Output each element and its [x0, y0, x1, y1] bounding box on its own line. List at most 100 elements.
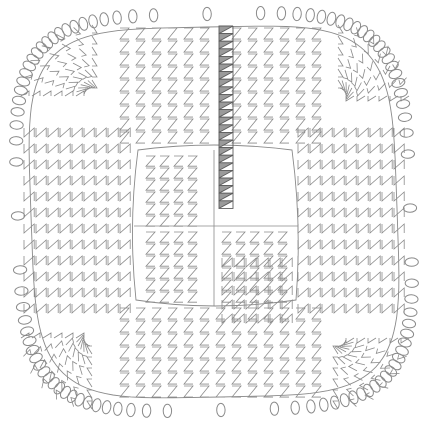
stitch-column-center	[236, 232, 245, 302]
stitch-column-top	[120, 28, 129, 143]
stitch-column-center	[174, 156, 183, 226]
stitch-column-center	[264, 232, 273, 302]
stitch-column-bottom	[232, 308, 241, 397]
stitch-column-top	[168, 28, 177, 143]
chain-loop	[403, 204, 416, 213]
stitch-row-left	[24, 304, 130, 313]
stitch-column-center	[160, 232, 169, 302]
stitch-fan-corner	[42, 340, 87, 388]
stitch-fan-corner	[31, 338, 86, 374]
stitch-fan-corner	[74, 27, 95, 88]
stitch-row-left	[24, 240, 130, 249]
stitch-row-right	[298, 208, 404, 217]
chain-loop	[398, 112, 412, 122]
stitch-column-bottom	[296, 308, 305, 397]
filled-triangle-stitch	[219, 201, 233, 209]
chain-loop	[405, 258, 418, 267]
center-rounded-square	[132, 145, 298, 306]
chain-loop	[16, 76, 31, 88]
stitch-column-top	[280, 28, 289, 143]
stitch-fan-corner	[342, 342, 399, 374]
filled-triangle-stitch	[219, 79, 233, 87]
chain-loop	[126, 403, 135, 417]
stitch-column-center	[146, 232, 155, 302]
stitch-row-right	[298, 272, 404, 281]
chain-loop	[142, 404, 151, 417]
chain-loop	[128, 9, 137, 23]
stitch-row-right	[298, 256, 404, 265]
stitch-column-center	[188, 156, 197, 226]
stitch-row-left	[24, 224, 130, 233]
stitch-column-center	[174, 232, 183, 302]
chain-loop	[16, 302, 30, 312]
stitch-row-center	[222, 314, 292, 323]
stitch-column-bottom	[168, 308, 177, 397]
chain-loop	[10, 137, 23, 146]
chain-loop	[217, 403, 226, 416]
filled-triangle-stitch	[219, 140, 233, 148]
stitch-column-center	[188, 232, 197, 302]
chain-loop	[394, 87, 409, 98]
stitch-fan-corner	[338, 25, 343, 88]
chain-loop	[405, 294, 419, 303]
filled-triangle-stitch	[219, 34, 233, 42]
stitch-row-left	[24, 192, 130, 201]
filled-triangle-stitch	[219, 94, 233, 102]
chain-loop	[13, 265, 27, 274]
stitch-column-center	[160, 156, 169, 226]
stitch-column-bottom	[312, 308, 321, 397]
chain-loop	[112, 11, 122, 25]
filled-triangle-stitch	[219, 87, 233, 95]
filled-triangle-stitch	[219, 193, 233, 201]
chain-loop	[316, 10, 327, 24]
stitch-column-bottom	[248, 308, 257, 397]
chain-loop	[101, 400, 112, 414]
stitch-column-bottom	[280, 308, 289, 397]
stitch-column-bottom	[120, 308, 129, 397]
filled-triangle-stitch	[219, 155, 233, 163]
chain-loop	[203, 7, 212, 20]
stitch-row-left	[24, 144, 130, 153]
filled-triangle-stitch	[219, 26, 233, 34]
stitch-column-center	[278, 232, 287, 302]
filled-triangle-stitch	[219, 64, 233, 72]
stitch-fan-corner	[344, 46, 389, 94]
stitch-row-left	[24, 288, 130, 297]
filled-triangle-stitch	[219, 170, 233, 178]
stitch-column-center	[146, 156, 155, 226]
chain-loop	[397, 337, 412, 349]
stitch-row-right	[298, 304, 404, 313]
stitch-column-top	[136, 28, 145, 143]
chain-loop	[401, 150, 415, 159]
filled-triangle-stitch	[219, 132, 233, 140]
stitch-row-right	[298, 160, 404, 169]
stitch-row-left	[24, 256, 130, 265]
stitch-column-top	[200, 28, 209, 143]
filled-triangle-stitch	[219, 125, 233, 133]
stitch-column-top	[152, 28, 161, 143]
chain-loop	[11, 107, 25, 117]
chain-loop	[291, 401, 300, 415]
filled-triangle-stitch	[219, 148, 233, 156]
filled-triangle-stitch	[219, 102, 233, 110]
filled-triangle-stitch	[219, 117, 233, 125]
chain-loop	[163, 404, 171, 417]
chain-loop	[402, 318, 416, 328]
filled-triangle-stitch	[219, 178, 233, 186]
stitch-row-right	[298, 176, 404, 185]
stitch-row-right	[298, 240, 404, 249]
chain-loop	[400, 328, 415, 339]
filled-triangle-stitch	[219, 163, 233, 171]
stitch-row-left	[24, 272, 130, 281]
chain-loop	[10, 120, 24, 129]
filled-triangle-stitch	[219, 186, 233, 194]
stitch-row-left	[24, 160, 130, 169]
filled-triangle-stitch	[219, 41, 233, 49]
chain-loop	[10, 158, 23, 167]
stitch-row-right	[298, 192, 404, 201]
stitch-fan-corner	[57, 35, 93, 90]
stitch-column-bottom	[152, 308, 161, 397]
stitch-sectors	[21, 25, 409, 409]
